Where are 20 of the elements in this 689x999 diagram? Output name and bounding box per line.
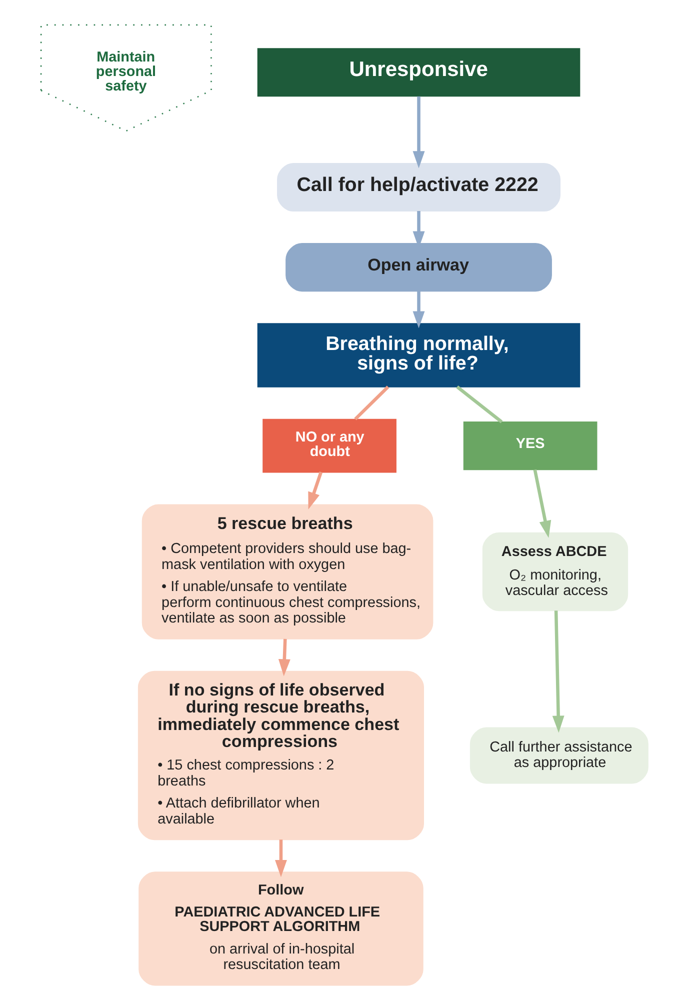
connector bbox=[456, 386, 503, 424]
node-box: Call for help/activate 2222 bbox=[277, 163, 560, 212]
arrow bbox=[412, 291, 425, 328]
arrow bbox=[552, 610, 564, 733]
node-box: NO or any doubt bbox=[262, 418, 396, 473]
node-box: YES bbox=[463, 422, 598, 470]
arrow bbox=[278, 638, 290, 676]
arrow bbox=[533, 469, 552, 538]
node-box: Breathing normally, signs of life? bbox=[257, 323, 580, 388]
node-box: If no signs of life observed during rescue breaths, immediately commence chest compressions • 15 chest compressions : 2 breaths • Attach defibrillator when available bbox=[138, 670, 424, 840]
node-box: 5 rescue breaths • Competent providers should use bag-mask ventilation with oxygen • If unable/unsafe to ventilate perform continuous chest compressions, ventilate as soon as possible bbox=[142, 504, 434, 640]
arrow bbox=[274, 840, 287, 878]
node-box: Follow PAEDIATRIC ADVANCED LIFE SUPPORT ALGORITHM on arrival of in-hospital resuscitation team bbox=[138, 872, 424, 986]
arrow bbox=[412, 96, 425, 168]
arrow bbox=[308, 472, 323, 510]
node-box: Open airway bbox=[286, 243, 552, 292]
node-box: Call further assistance as appropriate bbox=[470, 727, 648, 784]
node-box: Unresponsive bbox=[257, 48, 580, 97]
node-box: Assess ABCDE O₂ monitoring, vascular access bbox=[482, 532, 628, 612]
connector bbox=[354, 386, 390, 420]
